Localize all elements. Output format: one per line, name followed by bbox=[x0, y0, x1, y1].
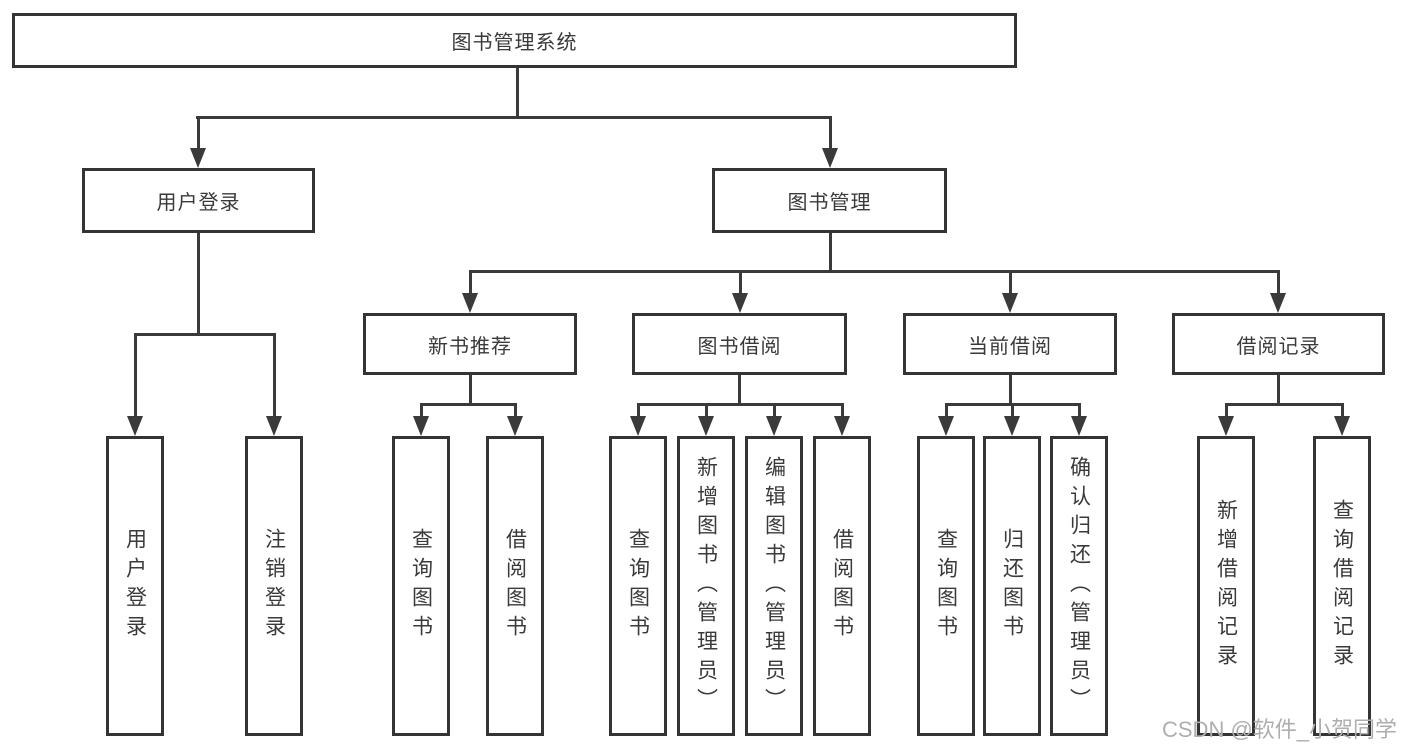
node-book-management: 图书管理 bbox=[712, 168, 947, 233]
arrowhead-icon bbox=[266, 416, 282, 436]
leaf-current-query-books: 查询图书 bbox=[917, 436, 975, 736]
leaf-records-add-borrow-record: 新增借阅记录 bbox=[1197, 436, 1255, 736]
leaf-current-return-books: 归还图书 bbox=[983, 436, 1041, 736]
connector-line bbox=[1009, 270, 1012, 293]
arrowhead-icon bbox=[507, 416, 523, 436]
node-user-login: 用户登录 bbox=[82, 168, 315, 233]
node-borrow-records: 借阅记录 bbox=[1172, 313, 1385, 375]
connector-line bbox=[1011, 403, 1014, 416]
connector-line bbox=[1009, 375, 1012, 405]
arrowhead-icon bbox=[732, 293, 748, 313]
connector-line bbox=[197, 116, 200, 150]
connector-line bbox=[1225, 403, 1344, 406]
arrowhead-icon bbox=[1002, 293, 1018, 313]
connector-line bbox=[829, 233, 832, 272]
connector-line bbox=[1078, 403, 1081, 416]
connector-line bbox=[738, 375, 741, 405]
connector-line bbox=[637, 403, 844, 406]
arrowhead-icon bbox=[766, 416, 782, 436]
connector-line bbox=[469, 270, 1279, 273]
arrowhead-icon bbox=[630, 416, 646, 436]
node-new-book-recommend: 新书推荐 bbox=[363, 313, 577, 375]
connector-line bbox=[705, 403, 708, 416]
connector-line bbox=[134, 333, 137, 416]
connector-line bbox=[196, 116, 832, 119]
connector-line bbox=[197, 233, 200, 335]
leaf-records-query-borrow-record: 查询借阅记录 bbox=[1313, 436, 1371, 736]
connector-line bbox=[945, 403, 948, 416]
leaf-logout: 注销登录 bbox=[245, 436, 303, 736]
watermark: CSDN @软件_小贺同学 bbox=[1162, 717, 1398, 742]
arrowhead-icon bbox=[1218, 416, 1234, 436]
node-book-borrow: 图书借阅 bbox=[632, 313, 847, 375]
arrowhead-icon bbox=[190, 148, 206, 168]
arrowhead-icon bbox=[938, 416, 954, 436]
connector-line bbox=[273, 333, 276, 416]
node-current-borrow: 当前借阅 bbox=[903, 313, 1117, 375]
leaf-borrow-add-books-admin: 新增图书（管理员） bbox=[677, 436, 735, 736]
leaf-newbook-query-books: 查询图书 bbox=[392, 436, 450, 736]
leaf-borrow-edit-books-admin: 编辑图书（管理员） bbox=[745, 436, 803, 736]
leaf-newbook-borrow-books: 借阅图书 bbox=[486, 436, 544, 736]
connector-line bbox=[420, 403, 517, 406]
connector-line bbox=[829, 116, 832, 150]
connector-line bbox=[420, 403, 423, 416]
connector-line bbox=[514, 403, 517, 416]
connector-line bbox=[516, 68, 519, 118]
connector-line bbox=[1225, 403, 1228, 416]
arrowhead-icon bbox=[1270, 293, 1286, 313]
leaf-current-confirm-return-admin: 确认归还（管理员） bbox=[1050, 436, 1108, 736]
arrowhead-icon bbox=[413, 416, 429, 436]
arrowhead-icon bbox=[1004, 416, 1020, 436]
arrowhead-icon bbox=[462, 293, 478, 313]
arrowhead-icon bbox=[1334, 416, 1350, 436]
leaf-borrow-borrow-books: 借阅图书 bbox=[813, 436, 871, 736]
connector-line bbox=[637, 403, 640, 416]
connector-line bbox=[841, 403, 844, 416]
arrowhead-icon bbox=[1071, 416, 1087, 436]
arrowhead-icon bbox=[127, 416, 143, 436]
leaf-borrow-query-books: 查询图书 bbox=[609, 436, 667, 736]
connector-line bbox=[1277, 375, 1280, 405]
connector-line bbox=[469, 270, 472, 293]
connector-line bbox=[469, 375, 472, 405]
arrowhead-icon bbox=[834, 416, 850, 436]
leaf-user-login: 用户登录 bbox=[106, 436, 164, 736]
connector-line bbox=[1341, 403, 1344, 416]
arrowhead-icon bbox=[698, 416, 714, 436]
connector-line bbox=[134, 333, 276, 336]
connector-line bbox=[1277, 270, 1280, 293]
connector-line bbox=[739, 270, 742, 293]
arrowhead-icon bbox=[822, 148, 838, 168]
connector-line bbox=[773, 403, 776, 416]
node-library-management-system: 图书管理系统 bbox=[12, 13, 1017, 68]
